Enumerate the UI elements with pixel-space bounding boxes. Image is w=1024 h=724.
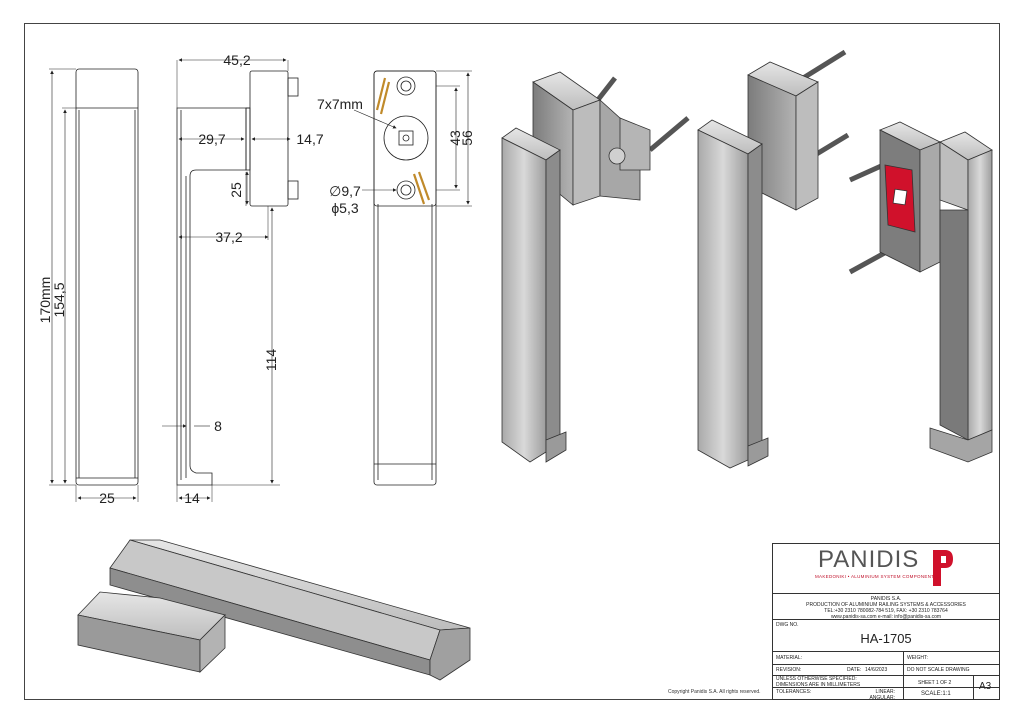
iso-view-3 xyxy=(848,121,993,463)
dim-5-3: ϕ5,3 xyxy=(331,200,359,216)
units-note: DIMENSIONS ARE IN MILLIMETERS xyxy=(776,682,861,688)
dim-45-2: 45,2 xyxy=(223,52,250,68)
dim-37-2: 37,2 xyxy=(215,229,242,245)
unless-note: UNLESS OTHERWISE SPECIFIED: xyxy=(776,676,857,682)
dim-25-bottom: 25 xyxy=(99,490,115,506)
dim-43: 43 xyxy=(447,130,463,146)
weight-label: WEIGHT: xyxy=(907,655,928,661)
iso-view-4 xyxy=(77,539,471,681)
angular-label: ANGULAR: xyxy=(869,695,895,701)
front-view xyxy=(49,68,139,502)
title-block: PANIDIS MAKEDONIKI • ALUMINIUM SYSTEM CO… xyxy=(772,543,1000,701)
dim-9-7: ∅9,7 xyxy=(329,183,361,199)
dwg-row: DWG NO. HA-1705 xyxy=(773,619,999,651)
logo-wordmark: PANIDIS xyxy=(818,546,920,573)
iso-view-1 xyxy=(501,71,690,463)
tolerances-label: TOLERANCES: xyxy=(776,689,812,695)
logo-tagline: MAKEDONIKI • ALUMINIUM SYSTEM COMPONENTS xyxy=(815,574,938,579)
material-row: MATERIAL: WEIGHT: xyxy=(773,651,999,664)
copyright-notice: Copyright Panidis S.A. All rights reserv… xyxy=(668,689,761,695)
dim-14: 14 xyxy=(184,490,200,506)
dim-7x7: 7x7mm xyxy=(317,96,363,112)
dim-25-vertical: 25 xyxy=(228,182,244,198)
revision-row: REVISION: DATE: 14/6/2023 DO NOT SCALE D… xyxy=(773,664,999,675)
company-logo: PANIDIS MAKEDONIKI • ALUMINIUM SYSTEM CO… xyxy=(773,544,999,593)
sheet-size: A3 xyxy=(979,681,992,692)
dim-170: 170mm xyxy=(37,277,53,324)
linear-label: LINEAR: xyxy=(875,689,895,695)
dim-14-7: 14,7 xyxy=(296,131,323,147)
iso-view-2 xyxy=(697,49,850,469)
side-view xyxy=(162,58,299,502)
company-web: www.panidis-sa.com e-mail: info@panidis-… xyxy=(830,614,942,620)
company-business: PRODUCTION OF ALUMINIUM RAILING SYSTEMS … xyxy=(806,602,966,608)
dim-56: 56 xyxy=(459,130,475,146)
company-phone: TEL:+30 2310 780082-784 519, FAX: +30 23… xyxy=(824,608,948,614)
dwg-number: HA-1705 xyxy=(860,631,912,646)
dim-8: 8 xyxy=(214,418,222,434)
dwg-label: DWG NO. xyxy=(776,622,799,628)
units-row: UNLESS OTHERWISE SPECIFIED: DIMENSIONS A… xyxy=(773,675,999,688)
company-info-row: PANIDIS S.A. PRODUCTION OF ALUMINIUM RAI… xyxy=(773,593,999,620)
company-name: PANIDIS S.A. xyxy=(870,596,902,602)
no-scale-note: DO NOT SCALE DRAWING xyxy=(907,667,970,673)
material-label: MATERIAL: xyxy=(776,655,803,661)
dim-29-7: 29,7 xyxy=(198,131,225,147)
date-label: DATE: xyxy=(847,667,862,673)
tolerance-row: TOLERANCES: LINEAR: ANGULAR: SCALE:1:1 xyxy=(773,687,999,701)
date-value: 14/6/2023 xyxy=(865,667,888,673)
logo-p-icon xyxy=(933,550,953,586)
scale-label: SCALE:1:1 xyxy=(921,691,951,697)
drill-hatch xyxy=(375,77,431,205)
revision-label: REVISION: xyxy=(776,667,802,673)
dim-114: 114 xyxy=(263,349,279,372)
dim-154-5: 154,5 xyxy=(51,282,67,317)
back-view xyxy=(353,70,472,486)
sheet-number: SHEET 1 OF 2 xyxy=(918,680,952,686)
